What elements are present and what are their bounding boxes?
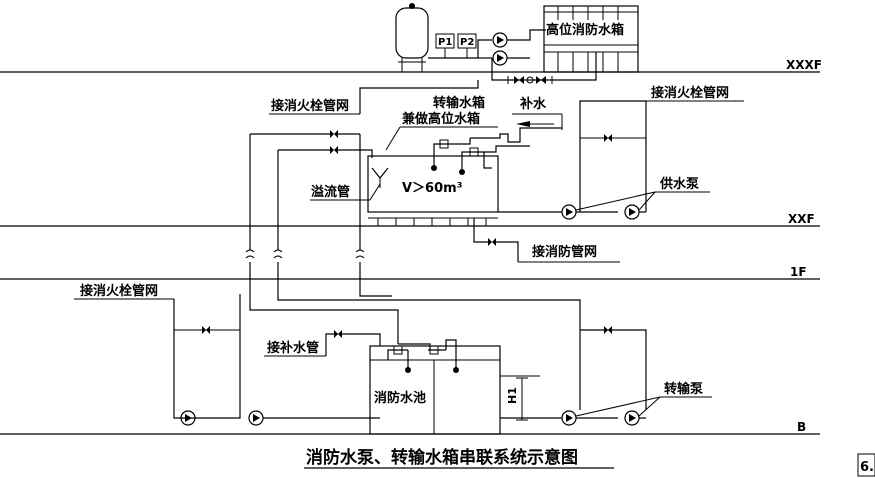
- transfer-pump-label: 转输泵: [664, 381, 703, 397]
- basement-equipment: 接消火栓管网 接补水管 消防水池 H1: [74, 283, 712, 435]
- hydrant-net-label-right: 接消火栓管网: [651, 85, 729, 101]
- transfer-tank-label-2: 兼做高位水箱: [402, 111, 480, 127]
- makeup-label: 补水: [519, 96, 547, 112]
- floor-label-top: XXXF: [786, 58, 822, 72]
- fire-pool-label: 消防水池: [374, 390, 426, 406]
- fire-net-label: 接消防管网: [532, 244, 597, 260]
- pool-height-label: H1: [506, 387, 519, 404]
- floor-label-mid: XXF: [788, 212, 815, 226]
- floor-lines: XXXF XXF 1F B: [0, 58, 822, 435]
- overflow-funnel: [371, 167, 389, 179]
- tank-volume-label: V＞60m³: [402, 181, 462, 196]
- floor-label-first: 1F: [790, 265, 807, 279]
- pressure-vessel: [395, 7, 429, 59]
- pressure-vessel-cap: [409, 3, 415, 9]
- p2-label: P2: [460, 37, 474, 48]
- makeup-pipe-label: 接补水管: [267, 340, 319, 356]
- p1-label: P1: [438, 37, 452, 48]
- supply-pump-label: 供水泵: [659, 176, 699, 192]
- float-valve-right: [459, 169, 465, 175]
- hydrant-pump-left-1: [180, 410, 196, 426]
- roof-valve: [514, 76, 524, 84]
- page-tag-box: [857, 453, 875, 477]
- risers: [245, 249, 581, 410]
- roof-equipment: P1 P2 高位消防水箱: [395, 3, 639, 84]
- transfer-tank-area: 接消火栓管网 V＞60m³ 溢流管 转输水箱 兼做高位水箱: [249, 80, 744, 263]
- high-level-tank: [543, 5, 639, 73]
- transfer-tank-label-1: 转输水箱: [433, 95, 485, 111]
- overflow-pipe-label: 溢流管: [311, 184, 350, 200]
- diagram-title: 消防水泵、转输水箱串联系统示意图: [306, 447, 578, 468]
- page-tag: 6.: [860, 460, 874, 475]
- high-level-tank-label: 高位消防水箱: [546, 22, 624, 38]
- hydrant-net-label-left: 接消火栓管网: [80, 283, 158, 299]
- hydrant-net-label-mid: 接消火栓管网: [271, 98, 349, 114]
- floor-label-basement: B: [797, 420, 806, 434]
- float-valve-left: [431, 165, 437, 171]
- fire-pool: [369, 345, 501, 435]
